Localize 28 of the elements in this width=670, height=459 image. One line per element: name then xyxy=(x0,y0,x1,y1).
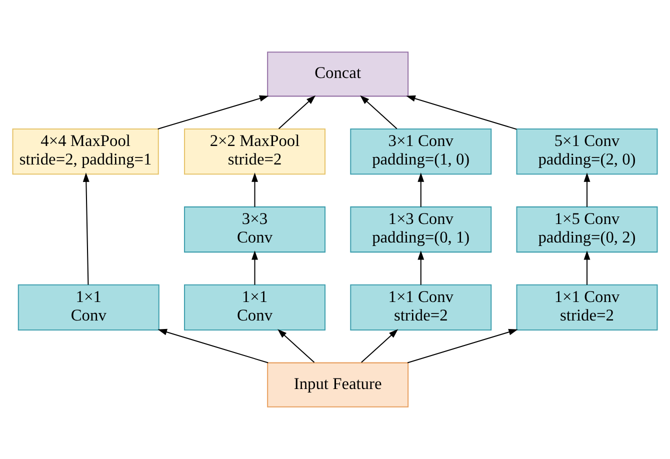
node-box: 1×5 Conv padding=(0, 2) xyxy=(516,206,658,253)
arrow xyxy=(418,250,424,285)
node-box: 1×1 Conv xyxy=(184,284,326,330)
node-box: 5×1 Conv padding=(2, 0) xyxy=(516,128,658,175)
node-box: Concat xyxy=(267,52,409,97)
node-box: 4×4 MaxPool stride=2, padding=1 xyxy=(12,128,159,175)
arrow xyxy=(252,172,258,207)
node-box: 1×1 Conv xyxy=(18,284,160,330)
arrow xyxy=(418,172,424,207)
node-box: 1×1 Conv stride=2 xyxy=(516,284,658,330)
arrow xyxy=(252,250,258,285)
arrow xyxy=(278,329,315,363)
node-box: 1×3 Conv padding=(0, 1) xyxy=(350,206,492,253)
node-box: 2×2 MaxPool stride=2 xyxy=(184,128,326,175)
arrow xyxy=(584,250,590,285)
arrow xyxy=(278,95,316,130)
arrow xyxy=(158,95,269,130)
arrow xyxy=(407,328,518,364)
node-box: Input Feature xyxy=(267,362,409,408)
arrow xyxy=(158,328,268,364)
arrow xyxy=(361,329,398,363)
arrow xyxy=(584,172,590,207)
node-box: 3×1 Conv padding=(1, 0) xyxy=(350,128,492,175)
node-box: 3×3 Conv xyxy=(184,206,326,253)
node-box: 1×1 Conv stride=2 xyxy=(350,284,492,330)
arrow xyxy=(360,95,398,130)
arrow xyxy=(82,172,90,285)
arrow xyxy=(406,95,517,130)
